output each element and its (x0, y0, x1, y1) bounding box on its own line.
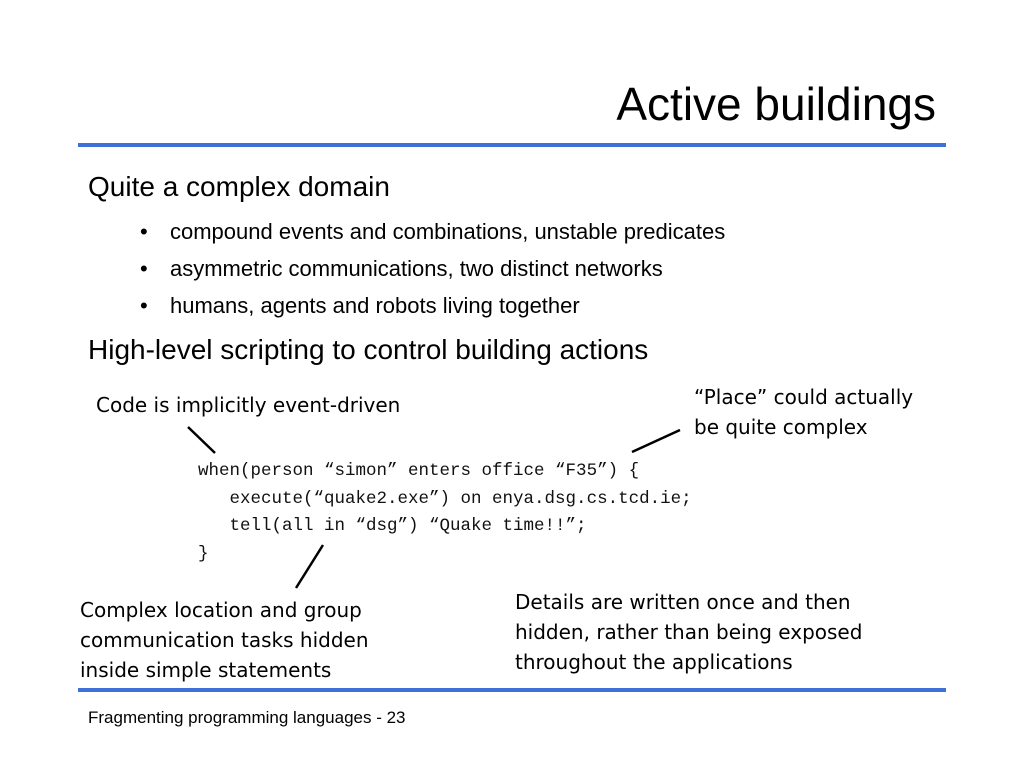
bullet-list: • compound events and combinations, unst… (140, 213, 725, 324)
note-line: communication tasks hidden (80, 628, 369, 652)
title-divider (78, 143, 946, 147)
note-place-complex: “Place” could actually be quite complex (694, 382, 913, 442)
code-block: when(person “simon” enters office “F35”)… (198, 458, 692, 568)
note-line: be quite complex (694, 415, 868, 439)
note-hidden-tasks: Complex location and group communication… (80, 595, 369, 685)
note-line: Complex location and group (80, 598, 362, 622)
slide-footer: Fragmenting programming languages - 23 (88, 708, 406, 727)
leader-line-hidden-tasks (294, 544, 325, 589)
code-line: tell(all in “dsg”) “Quake time!!”; (198, 516, 587, 536)
leader-line-place (631, 428, 681, 454)
bullet-text: asymmetric communications, two distinct … (170, 256, 663, 281)
heading-scripting: High-level scripting to control building… (88, 334, 649, 365)
note-line: hidden, rather than being exposed (515, 620, 863, 644)
footer-divider (78, 688, 946, 692)
bullet-text: humans, agents and robots living togethe… (170, 293, 580, 318)
note-text: Code is implicitly event-driven (96, 393, 401, 417)
slide-title: Active buildings (616, 78, 936, 130)
note-details-hidden: Details are written once and then hidden… (515, 587, 862, 677)
note-line: throughout the applications (515, 650, 793, 674)
note-line: inside simple statements (80, 658, 332, 682)
note-line: Details are written once and then (515, 590, 851, 614)
note-event-driven: Code is implicitly event-driven (96, 390, 400, 420)
bullet-item: • compound events and combinations, unst… (140, 213, 725, 250)
bullet-item: • humans, agents and robots living toget… (140, 287, 725, 324)
code-line: execute(“quake2.exe”) on enya.dsg.cs.tcd… (198, 488, 692, 509)
bullet-marker: • (140, 293, 148, 318)
leader-line-event-driven (187, 426, 216, 454)
bullet-marker: • (140, 219, 148, 244)
bullet-item: • asymmetric communications, two distinc… (140, 250, 725, 287)
code-line: when(person “simon” enters office “F35”)… (198, 461, 640, 481)
bullet-marker: • (140, 256, 148, 281)
bullet-text: compound events and combinations, unstab… (170, 219, 726, 244)
note-line: “Place” could actually (694, 385, 914, 409)
code-line: } (198, 543, 209, 564)
heading-complex-domain: Quite a complex domain (88, 171, 390, 202)
